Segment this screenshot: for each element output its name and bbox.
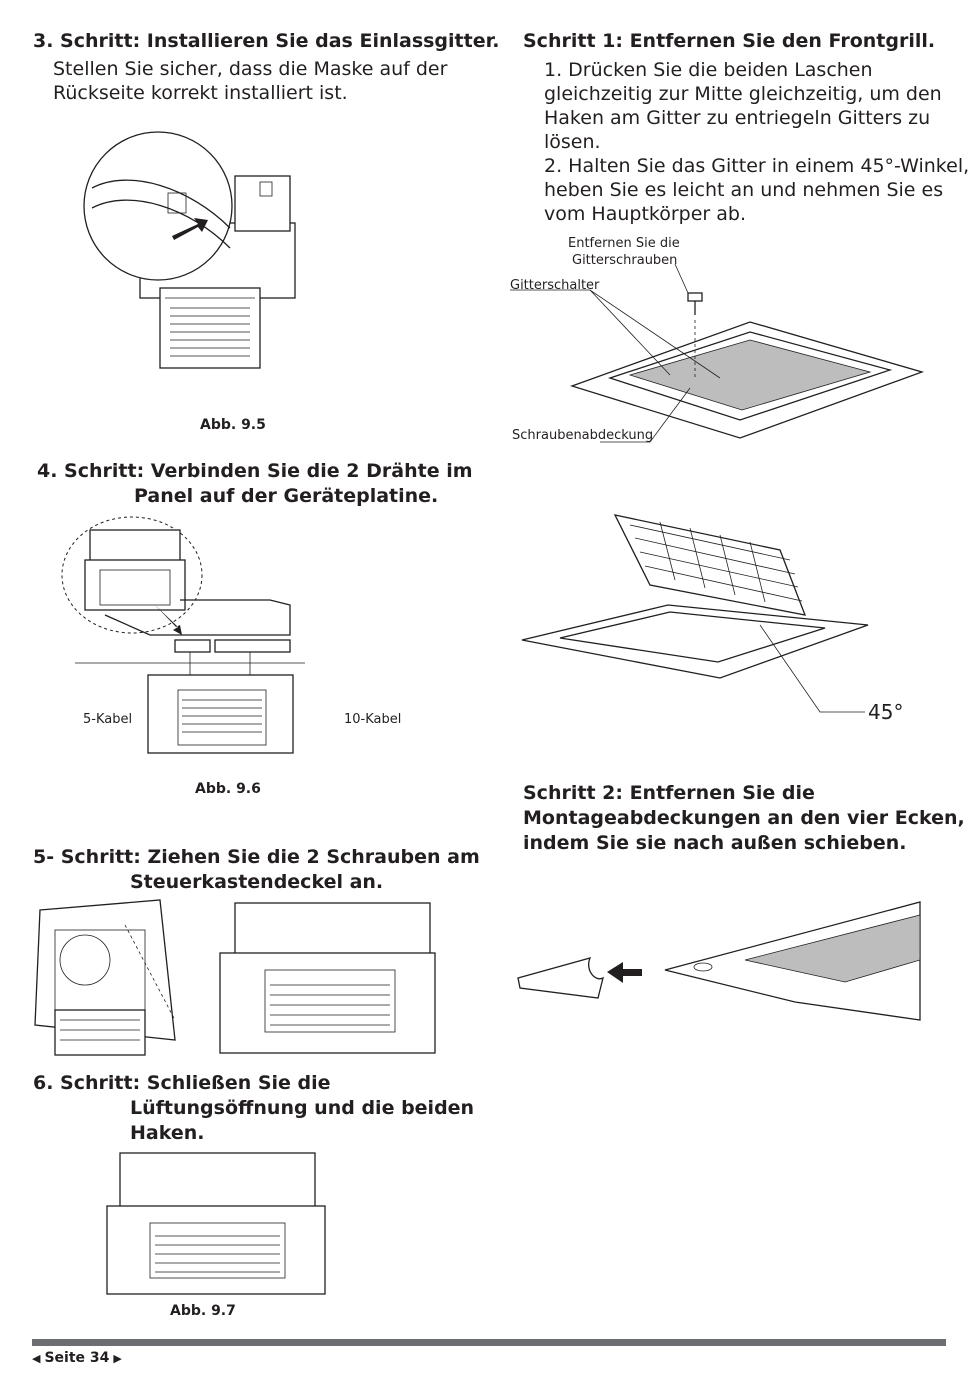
fig-9-6-caption: Abb. 9.6 bbox=[195, 781, 261, 797]
step4-heading-line1: 4. Schritt: Verbinden Sie die 2 Drähte i… bbox=[37, 460, 473, 482]
footer: ◀ Seite 34 ▶ bbox=[32, 1350, 122, 1366]
step6-heading-line1: 6. Schritt: Schließen Sie die bbox=[33, 1072, 331, 1094]
step6-heading-line3: Haken. bbox=[130, 1122, 205, 1144]
label-grille-screws-line1: Entfernen Sie die bbox=[568, 236, 680, 251]
footer-bar bbox=[32, 1339, 946, 1346]
fig-9-7-caption: Abb. 9.7 bbox=[170, 1303, 236, 1319]
step5-illustration bbox=[34, 899, 436, 1056]
step1-text-3: Haken am Gitter zu entriegeln Gitters zu bbox=[544, 107, 931, 129]
step2-heading-line2: Montageabdeckungen an den vier Ecken, bbox=[523, 807, 965, 829]
step1-text-1: 1. Drücken Sie die beiden Laschen bbox=[544, 59, 873, 81]
step5-heading-line2: Steuerkastendeckel an. bbox=[130, 871, 384, 893]
step1-text-2: gleichzeitig zur Mitte gleichzeitig, um … bbox=[544, 83, 942, 105]
step5-heading-line1: 5- Schritt: Ziehen Sie die 2 Schrauben a… bbox=[33, 846, 480, 868]
fig-9-5-illustration bbox=[83, 131, 296, 369]
angle-label: 45° bbox=[868, 700, 904, 724]
step1-text-5: 2. Halten Sie das Gitter in einem 45°-Wi… bbox=[544, 155, 969, 177]
step2-heading-line3: indem Sie sie nach außen schieben. bbox=[523, 832, 907, 854]
step1-text-4: lösen. bbox=[544, 131, 601, 153]
step1-text-7: vom Hauptkörper ab. bbox=[544, 203, 747, 225]
panel-screws-illustration bbox=[510, 263, 925, 443]
fig-9-5-caption: Abb. 9.5 bbox=[200, 417, 266, 433]
label-screw-cover: Schraubenabdeckung bbox=[512, 428, 654, 443]
step3-heading: 3. Schritt: Installieren Sie das Einlass… bbox=[33, 30, 500, 52]
triangle-right-icon[interactable]: ▶ bbox=[113, 1351, 122, 1365]
step1-text-6: heben Sie es leicht an und nehmen Sie es bbox=[544, 179, 944, 201]
step6-heading-line2: Lüftungsöffnung und die beiden bbox=[130, 1097, 475, 1119]
label-grille-switch: Gitterschalter bbox=[510, 278, 600, 293]
step4-heading-line2: Panel auf der Geräteplatine. bbox=[134, 485, 439, 507]
fig-9-7-illustration bbox=[106, 1152, 326, 1295]
label-5-kabel: 5-Kabel bbox=[83, 712, 133, 727]
step2-heading-line1: Schritt 2: Entfernen Sie die bbox=[523, 782, 815, 804]
page-number: Seite 34 bbox=[44, 1350, 110, 1366]
triangle-left-icon[interactable]: ◀ bbox=[32, 1351, 41, 1365]
step3-text-line1: Stellen Sie sicher, dass die Maske auf d… bbox=[53, 58, 448, 80]
label-10-kabel: 10-Kabel bbox=[344, 712, 402, 727]
fig-9-6-illustration bbox=[61, 516, 305, 754]
step1-heading: Schritt 1: Entfernen Sie den Frontgrill. bbox=[523, 30, 936, 52]
corner-cover-illustration bbox=[517, 901, 921, 1021]
label-grille-screws-line2: Gitterschrauben bbox=[572, 253, 678, 268]
step3-text-line2: Rückseite korrekt installiert ist. bbox=[53, 82, 348, 104]
grille-45deg-illustration bbox=[521, 514, 869, 713]
